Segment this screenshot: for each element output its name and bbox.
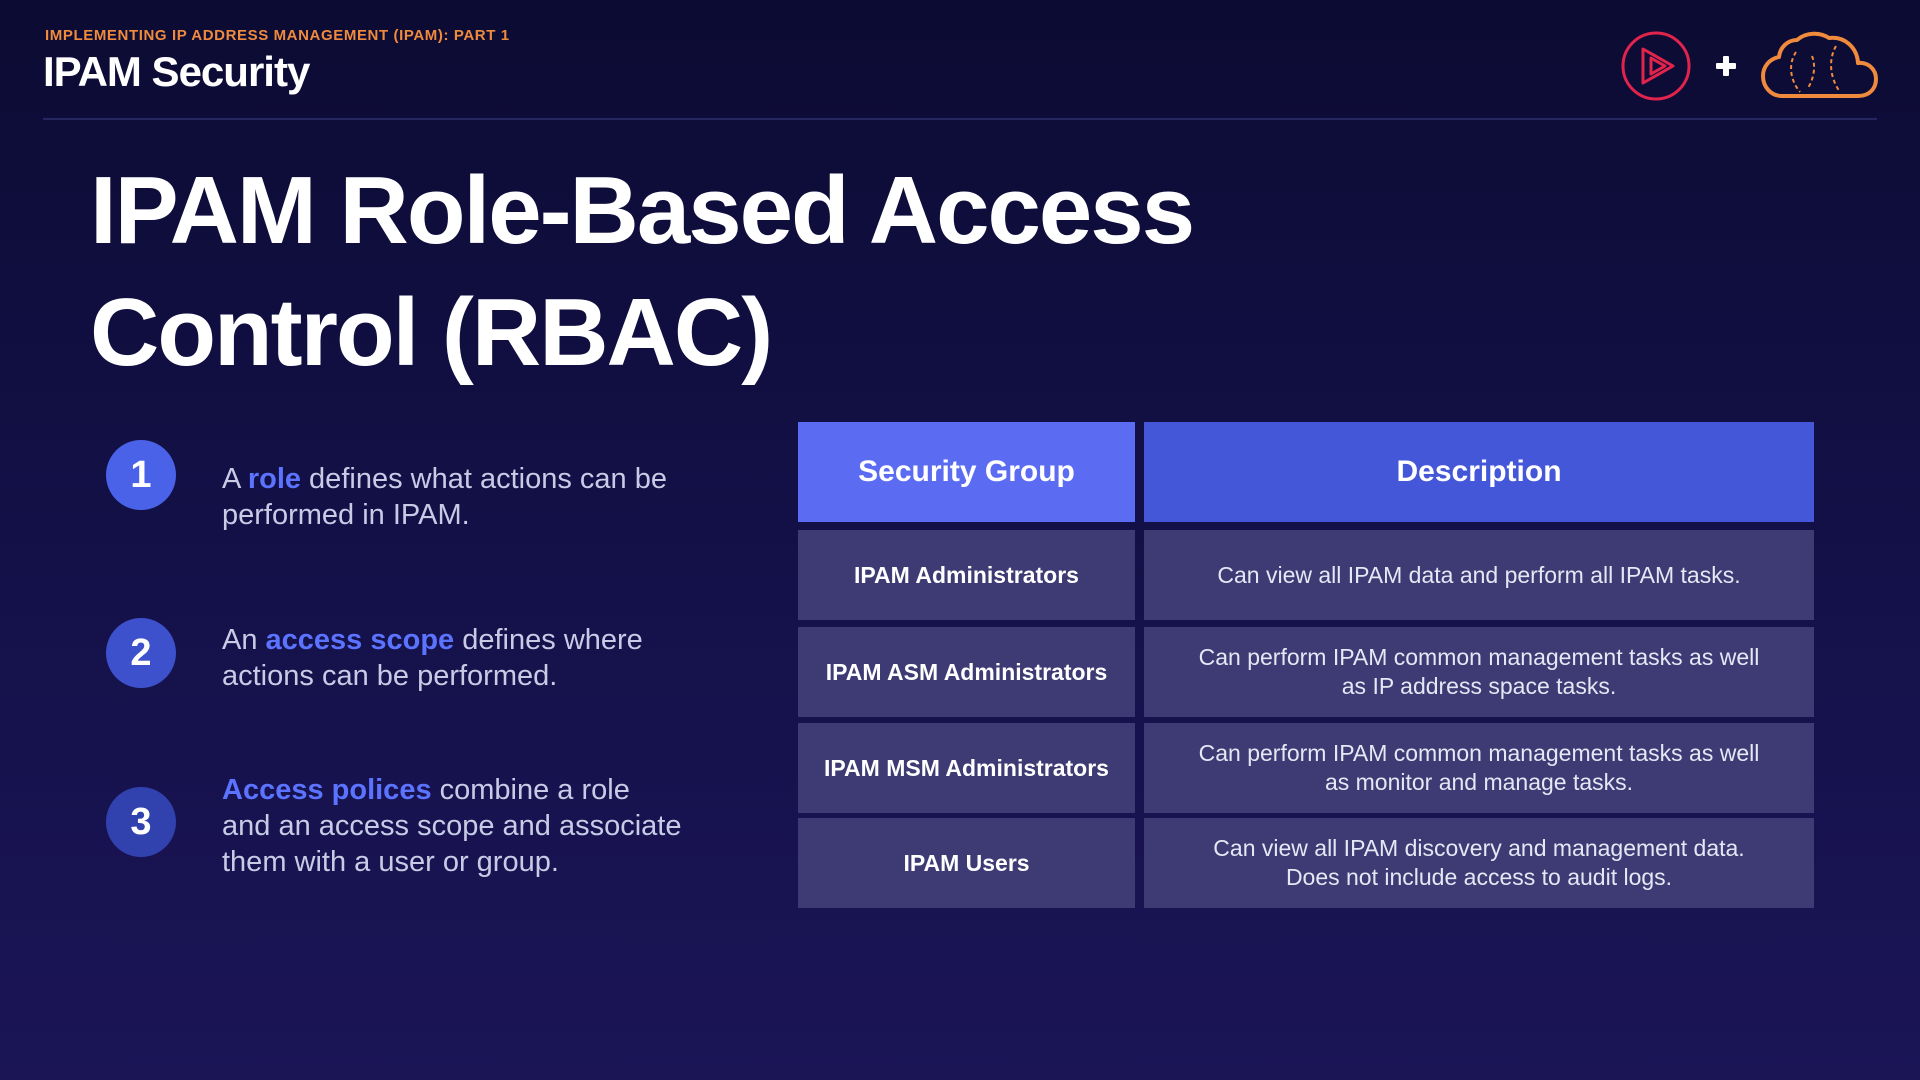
point-text-rest: defines what actions can be performed in… <box>222 463 667 531</box>
point-keyword: role <box>247 463 301 495</box>
table-cell-description: Can view all IPAM discovery and manageme… <box>1144 818 1814 908</box>
point-text-rest: combine a role and an access scope and a… <box>222 774 682 878</box>
header-cell-security-group: Security Group <box>798 422 1135 522</box>
header-divider <box>43 118 1877 120</box>
table-cell-group: IPAM MSM Administrators <box>798 723 1135 813</box>
point-badge-2: 2 <box>106 618 176 688</box>
header-cell-description: Description <box>1144 422 1814 522</box>
table-cell-description: Can perform IPAM common management tasks… <box>1144 723 1814 813</box>
point-text-lead: An <box>222 624 266 656</box>
point-text-1: A role defines what actions can be perfo… <box>222 461 682 533</box>
table-cell-group: IPAM Users <box>798 818 1135 908</box>
slide-title: IPAM Role-Based Access Control (RBAC) <box>90 150 1195 394</box>
point-text-lead: A <box>222 463 248 495</box>
plus-icon <box>1716 56 1736 76</box>
cloud-logo-icon <box>1761 31 1878 98</box>
table-cell-description: Can perform IPAM common management tasks… <box>1144 627 1814 717</box>
point-text-3: Access polices combine a role and an acc… <box>222 772 682 880</box>
point-keyword: access scope <box>265 624 455 656</box>
point-text-rest: defines where actions can be performed. <box>222 624 643 692</box>
logo-group <box>1620 30 1880 102</box>
table-cell-group: IPAM Administrators <box>798 530 1135 620</box>
play-logo-icon <box>1621 31 1691 101</box>
module-title: IPAM Security <box>43 48 310 95</box>
point-keyword: Access polices <box>222 774 432 806</box>
course-label: IMPLEMENTING IP ADDRESS MANAGEMENT (IPAM… <box>45 27 510 44</box>
point-text-2: An access scope defines where actions ca… <box>222 622 682 694</box>
slide-title-line-2: Control (RBAC) <box>90 279 773 386</box>
point-badge-3: 3 <box>106 787 176 857</box>
table-cell-group: IPAM ASM Administrators <box>798 627 1135 717</box>
slide-title-line-1: IPAM Role-Based Access <box>90 157 1195 264</box>
rbac-table: Security Group Description IPAM Administ… <box>798 422 1814 908</box>
table-cell-description: Can view all IPAM data and perform all I… <box>1144 530 1814 620</box>
point-badge-1: 1 <box>106 440 176 510</box>
